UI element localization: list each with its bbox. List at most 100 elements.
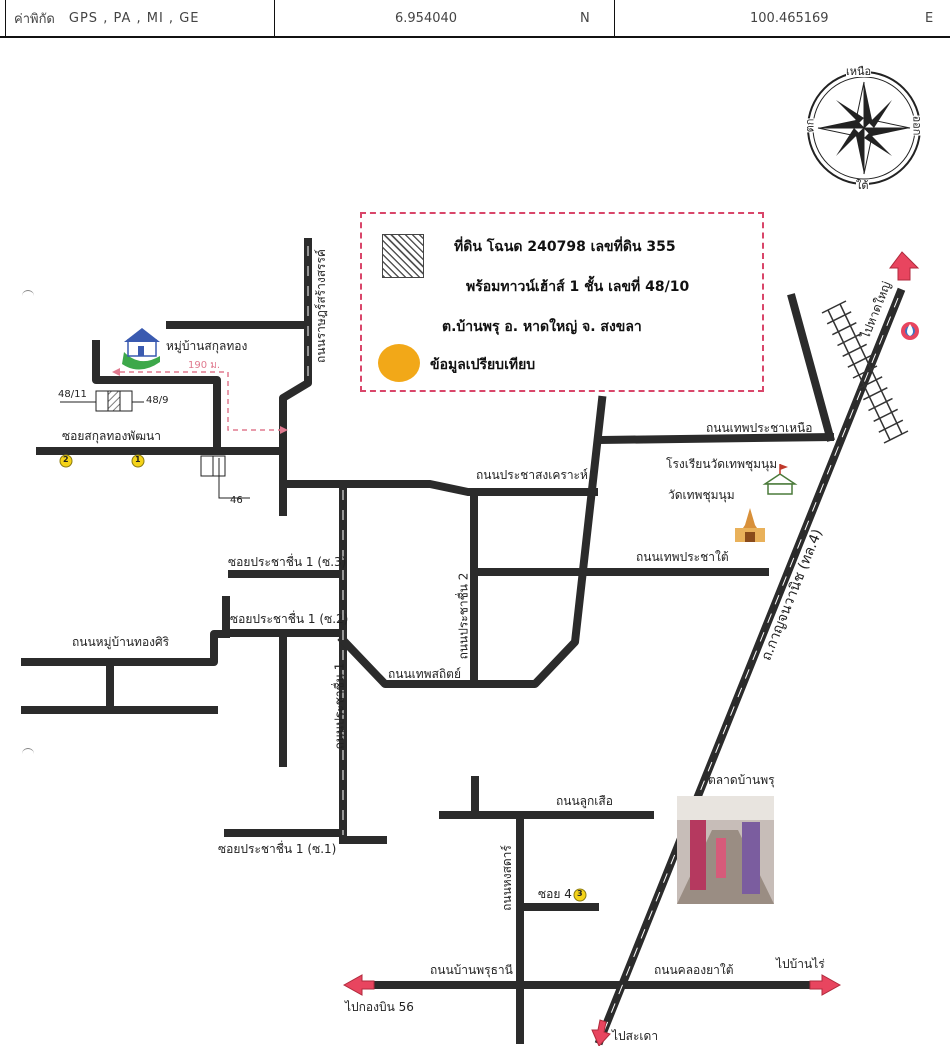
longitude-dir: E: [925, 10, 934, 26]
legend-line2: พร้อมทาวน์เฮ้าส์ 1 ชั้น เลขที่ 48/10: [466, 279, 690, 295]
label-thep-tai: ถนนเทพประชาใต้: [636, 550, 729, 564]
label-prachachuen2: ถนนประชาชื่น 2: [456, 572, 471, 660]
road-upper-right: [787, 293, 835, 442]
label-marker-3: 3: [577, 889, 583, 898]
compass-east: ออก: [910, 115, 924, 136]
marker-2: [59, 454, 73, 468]
rail-tie: [821, 300, 847, 314]
label-prachasongkhro: ถนนประชาสงเคราะห์: [476, 468, 588, 482]
compass-west: ตก: [803, 118, 817, 133]
latitude-dir: N: [580, 10, 590, 26]
road-prachasongkhro: [279, 480, 598, 496]
road-thongsiri: [21, 630, 230, 666]
number-markers: [59, 454, 587, 902]
label-banrai: ไปบ้านไร่: [776, 957, 825, 971]
market-photo: [677, 796, 774, 904]
legend-comparable-dot: [378, 344, 420, 382]
rail-tie: [862, 386, 888, 401]
village-plots: [60, 390, 250, 499]
coord-label-cell: ค่าพิกัด GPS , PA , MI , GE: [5, 0, 275, 36]
gas-station-icon: [901, 322, 919, 340]
house-icon: [122, 328, 160, 370]
rail-tie: [847, 354, 873, 368]
coordinate-table: ค่าพิกัด GPS , PA , MI , GE 6.954040 N 1…: [0, 0, 950, 38]
compass-rose: [807, 71, 921, 185]
rail-tie: [873, 408, 899, 423]
compass-south: ใต้: [856, 179, 869, 192]
route-arrow: [280, 426, 288, 434]
label-sadao: ไปสะเดา: [612, 1029, 659, 1043]
rail-tie: [842, 343, 868, 358]
latitude-cell: 6.954040 N: [275, 0, 615, 36]
road-village-loop: [92, 340, 221, 455]
label-plot-48-11: 48/11: [58, 389, 87, 400]
longitude-value: 100.465169: [750, 10, 829, 26]
legend-line4: ข้อมูลเปรียบเทียบ: [430, 357, 536, 373]
plot-subject: [107, 390, 121, 412]
road-thepnuea: [597, 432, 835, 445]
coord-methods: GPS , PA , MI , GE: [68, 10, 200, 26]
pointer-46: [218, 458, 250, 499]
compass-north: เหนือ: [846, 65, 872, 78]
legend-hatch-swatch: [382, 234, 424, 278]
label-market: ตลาดบ้านพรุ: [708, 773, 775, 787]
route-path: [120, 371, 280, 431]
label-plot-46: 46: [230, 495, 243, 506]
rail-tie: [826, 311, 852, 325]
rail-tie: [868, 397, 893, 412]
margin-mark-bottom: [22, 748, 34, 755]
marker-3: [573, 888, 587, 902]
label-soi-sakul: ซอยสกุลทองพัฒนา: [62, 429, 161, 443]
label-village: หมู่บ้านสกุลทอง: [166, 339, 248, 353]
label-marker-2: 2: [63, 455, 69, 464]
label-luksuea: ถนนลูกเสือ: [556, 794, 613, 808]
label-hongsadan: ถนนหงสดาร์: [499, 845, 514, 911]
road-network: [21, 238, 906, 1046]
road-thepsathit: [337, 395, 607, 688]
label-soi3: ซอยประชาชื่น 1 (ซ.3): [228, 555, 347, 569]
label-school: โรงเรียนวัดเทพชุมนุม: [666, 457, 778, 471]
arrow-hatyai: [889, 251, 920, 281]
rail-tie: [857, 376, 883, 390]
label-plot-48-9: 48/9: [146, 395, 169, 406]
label-banphruthani: ถนนบ้านพรุธานี: [430, 963, 513, 977]
railway: [821, 300, 909, 444]
rail-tie: [831, 321, 857, 336]
longitude-cell: 100.465169 E: [615, 0, 950, 36]
label-saiwon: ถนนราษฎร์สร้างสรรค์: [313, 249, 328, 363]
plot-46-a: [200, 455, 214, 477]
school-icon: [762, 464, 798, 495]
marker-1: [131, 454, 145, 468]
plot-48-9: [119, 390, 133, 412]
arrow-sadao: [591, 1019, 611, 1046]
road-saiwon: [279, 238, 312, 516]
legend-box: ที่ดิน โฉนด 240798 เลขที่ดิน 355 พร้อมทา…: [360, 212, 764, 392]
label-kongbin: ไปกองบิน 56: [345, 1000, 414, 1014]
arrow-banrai: [809, 974, 842, 996]
label-soi2: ซอยประชาชื่น 1 (ซ.2): [230, 612, 349, 626]
rail-tie: [852, 365, 878, 379]
rail-tie: [878, 419, 904, 433]
label-thongsiri: ถนนหมู่บ้านทองศิริ: [72, 635, 170, 649]
rail-ties: [821, 300, 909, 444]
label-soi1: ซอยประชาชื่น 1 (ซ.1): [218, 842, 337, 856]
road-centerlines: [307, 246, 899, 1037]
label-temple: วัดเทพชุมนุม: [668, 488, 735, 502]
temple-icon: [735, 508, 765, 542]
label-thepnuea: ถนนเทพประชาเหนือ: [706, 421, 813, 435]
rail-tie: [837, 332, 862, 347]
arrow-kongbin: [342, 974, 375, 996]
rail-tie: [883, 430, 909, 444]
coord-label: ค่าพิกัด: [14, 11, 55, 27]
road-kanchana: [594, 287, 906, 1046]
plot-48-11: [95, 390, 109, 412]
legend-line3: ต.บ้านพรุ อ. หาดใหญ่ จ. สงขลา: [442, 319, 642, 335]
latitude-value: 6.954040: [395, 10, 458, 26]
direction-arrows: [342, 251, 920, 1046]
route-start-arrow: [112, 368, 120, 376]
label-marker-1: 1: [135, 455, 141, 464]
label-distance: 190 ม.: [188, 360, 221, 371]
label-thepsathit: ถนนเทพสถิตย์: [388, 667, 462, 681]
label-soi4: ซอย 4: [538, 887, 572, 901]
label-prachachuen1: ถนนประชาชื่น 1: [332, 662, 347, 750]
